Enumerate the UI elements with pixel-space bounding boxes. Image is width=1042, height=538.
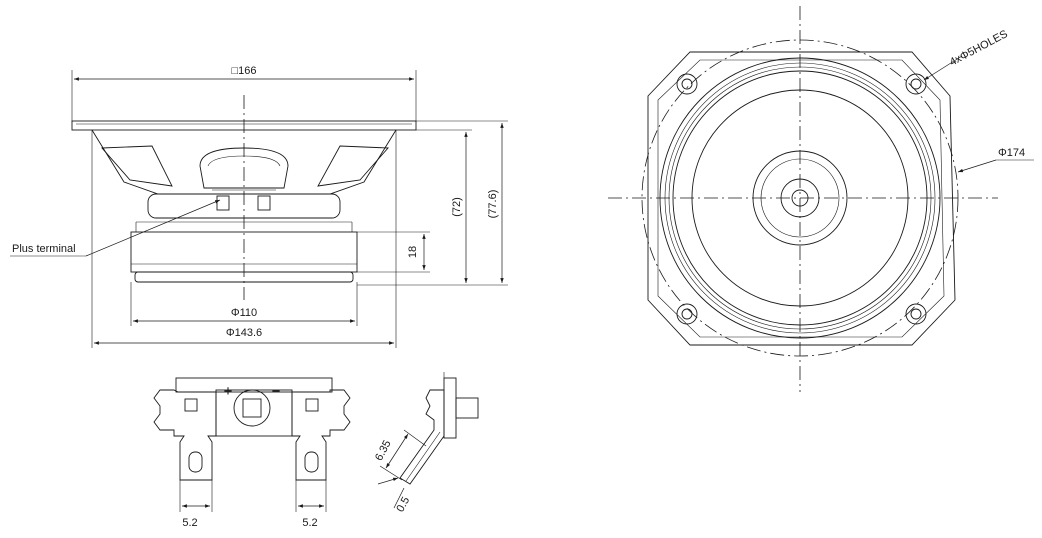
terminal-tab-right: [291, 389, 351, 481]
motor-neck: [147, 193, 341, 219]
mounting-hole-bottom-left: [676, 303, 698, 325]
magnet-height-dimension: 18: [357, 231, 430, 273]
plus-terminal-callout: Plus terminal: [10, 199, 221, 257]
magnet-plate: [134, 271, 354, 283]
front-frame-outer: [647, 51, 956, 346]
height-77-label: (77.6): [487, 190, 499, 219]
mounting-hole-top-left: [676, 73, 698, 95]
holes-label: 4xΦ5HOLES: [948, 28, 1010, 69]
terminal-rivet-square: [242, 398, 262, 418]
terminal-side-tab: [399, 389, 445, 485]
dia-110-label: Φ110: [231, 307, 257, 319]
terminal-left-square: [184, 398, 198, 412]
front-frame-inner: [657, 59, 945, 338]
tab-thickness-dimension: 0.5: [377, 477, 412, 514]
height-72-label: (72): [451, 197, 463, 217]
terminal-tab-left: [153, 389, 217, 481]
terminal-left-slot: [188, 451, 203, 473]
terminal-detail: + − 5.2 5.2: [153, 377, 351, 529]
dia-174-label: Φ174: [998, 147, 1025, 159]
holes-callout: 4xΦ5HOLES: [923, 28, 1010, 81]
basket-window-right: [317, 145, 389, 187]
width-dimension: □166: [71, 65, 417, 122]
width-label: □166: [232, 65, 257, 77]
terminal-side-flange: [443, 377, 457, 439]
terminal-width-left-dimension: 5.2: [179, 480, 213, 529]
front-view: 4xΦ5HOLES Φ174: [608, 6, 1034, 392]
terminal-right-square: [305, 398, 319, 412]
dia-143-dimension: Φ143.6: [91, 130, 397, 348]
tab-thickness-label: 0.5: [394, 495, 412, 514]
plus-terminal-label: Plus terminal: [12, 243, 76, 255]
terminal-left: [216, 195, 230, 211]
terminal-width-left-label: 5.2: [182, 517, 197, 529]
dia-174-callout: Φ174: [957, 147, 1034, 173]
dia-110-dimension: Φ110: [130, 282, 358, 326]
basket-window-left: [101, 145, 173, 187]
magnet-height-label: 18: [407, 246, 419, 258]
terminal-right-slot: [304, 451, 319, 473]
terminal-right: [257, 195, 271, 211]
terminal-strip-top: [175, 377, 333, 393]
side-view: □166 18: [10, 65, 508, 348]
terminal-rivet-circle: [233, 389, 271, 427]
terminal-width-right-label: 5.2: [302, 517, 317, 529]
mounting-hole-top-right: [905, 73, 927, 95]
tab-length-label: 6.35: [373, 438, 394, 463]
plus-sign: +: [224, 383, 233, 400]
minus-sign: −: [272, 383, 281, 400]
mounting-hole-bottom-right: [905, 303, 927, 325]
speaker-flange: [71, 120, 417, 131]
height-72-dimension: (72): [357, 129, 472, 286]
basket-window-center: [199, 147, 289, 189]
terminal-width-right-dimension: 5.2: [295, 480, 327, 529]
dia-143-label: Φ143.6: [226, 327, 262, 339]
height-77-dimension: (77.6): [416, 120, 508, 286]
terminal-side-detail: 6.35 0.5: [373, 372, 479, 514]
terminal-side-boss: [455, 397, 479, 419]
